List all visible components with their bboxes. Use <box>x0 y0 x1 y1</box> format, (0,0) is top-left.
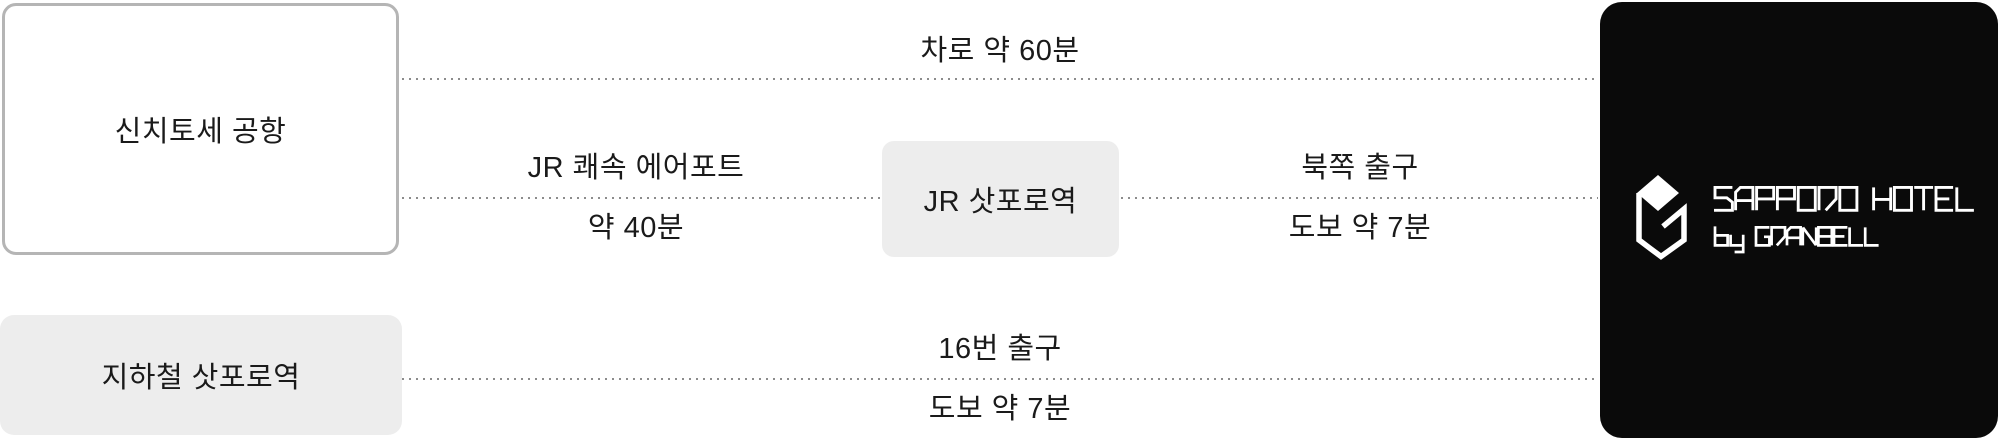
node-subway-sapporo-station-label: 지하철 삿포로역 <box>101 362 301 394</box>
route-label-jr-duration: 약 40분 <box>587 212 685 244</box>
node-jr-sapporo-station: JR 삿포로역 <box>882 141 1119 257</box>
node-new-chitose-airport-label: 신치토세 공항 <box>114 116 287 148</box>
route-label-jr-rapid-airport: JR 쾌속 에어포트 <box>527 152 745 184</box>
node-jr-sapporo-station-label: JR 삿포로역 <box>923 186 1078 218</box>
hotel-wordmark-line2 <box>1713 226 1879 254</box>
hotel-logo-card <box>1600 2 1998 438</box>
route-label-exit-16-walk: 도보 약 7분 <box>928 393 1072 425</box>
granbell-cube-g-icon <box>1636 175 1687 260</box>
route-line-jr-leg2 <box>1121 197 1598 199</box>
route-label-north-exit: 북쪽 출구 <box>1301 152 1419 184</box>
route-label-exit-16: 16번 출구 <box>938 333 1062 365</box>
route-label-north-exit-walk: 도보 약 7분 <box>1288 212 1432 244</box>
node-subway-sapporo-station: 지하철 삿포로역 <box>0 315 402 435</box>
route-label-car-duration: 차로 약 60분 <box>920 35 1080 67</box>
route-line-subway <box>402 378 1598 380</box>
route-line-jr-leg1 <box>402 197 880 199</box>
route-line-car <box>402 78 1598 80</box>
node-new-chitose-airport: 신치토세 공항 <box>2 3 399 255</box>
hotel-wordmark-line1 <box>1713 185 1974 212</box>
